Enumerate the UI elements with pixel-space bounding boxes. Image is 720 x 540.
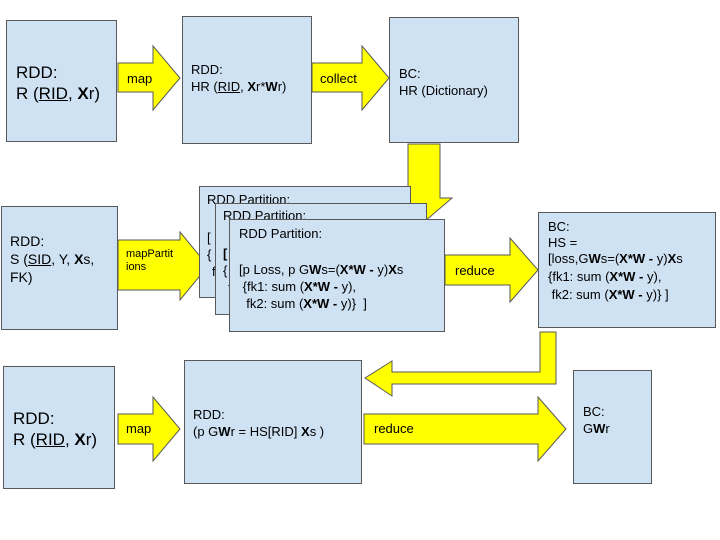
bc-hr-line1: BC: bbox=[399, 66, 421, 81]
arrow-reduce-row3-label: reduce bbox=[374, 421, 414, 436]
arrow-reduce-row3 bbox=[363, 395, 567, 463]
rdd-gwr-line2: (p GWr = HS[RID] Xs ) bbox=[193, 424, 325, 439]
rdd-s-line3: FK) bbox=[10, 269, 33, 285]
arrow-collect-label: collect bbox=[320, 71, 357, 86]
rdd-r-top-line1: RDD: bbox=[16, 63, 58, 82]
rdd-hr-line1: RDD: bbox=[191, 62, 223, 77]
partition-front-title: RDD Partition: bbox=[239, 226, 323, 241]
rdd-s-box: RDD: S (SID, Y, Xs, FK) bbox=[1, 206, 118, 330]
bc-hs-line4: {fk1: sum (X*W - y), bbox=[548, 269, 662, 284]
bc-hs-line1: BC: bbox=[548, 219, 570, 234]
rdd-gwr-box: RDD: (p GWr = HS[RID] Xs ) bbox=[184, 360, 362, 484]
arrow-map-row3 bbox=[117, 395, 181, 463]
partition-front-line1: [p Loss, p GWs=(X*W - y)Xs bbox=[239, 262, 404, 277]
arrow-reduce-row2 bbox=[444, 236, 539, 304]
rdd-gwr-line1: RDD: bbox=[193, 407, 225, 422]
bc-hs-box: BC: HS = [loss,GWs=(X*W - y)Xs {fk1: sum… bbox=[538, 212, 716, 328]
rdd-hr-box: RDD: HR (RID, Xr*Wr) bbox=[182, 16, 312, 144]
arrow-hs-to-row3 bbox=[364, 331, 557, 397]
arrow-map-row3-label: map bbox=[126, 421, 152, 436]
partition-front-line2: {fk1: sum (X*W - y), bbox=[239, 279, 357, 294]
rdd-s-line2: S (SID, Y, Xs, bbox=[10, 251, 95, 267]
arrow-mappartitions bbox=[117, 230, 209, 302]
rdd-r-box-top: RDD: R (RID, Xr) bbox=[6, 20, 117, 142]
rdd-s-line1: RDD: bbox=[10, 233, 45, 249]
rdd-r-bottom-line1: RDD: bbox=[13, 409, 55, 428]
bc-hr-box: BC: HR (Dictionary) bbox=[389, 17, 519, 143]
bc-hs-line5: fk2: sum (X*W - y)} ] bbox=[548, 287, 669, 302]
rdd-r-box-bottom: RDD: R (RID, Xr) bbox=[3, 366, 115, 489]
bc-gwr-box: BC: GWr bbox=[573, 370, 652, 484]
partition-front-line3: fk2: sum (X*W - y)} ] bbox=[239, 296, 367, 311]
arrow-map-row1-label: map bbox=[127, 71, 153, 86]
arrow-collect bbox=[311, 44, 390, 112]
arrow-map-row1 bbox=[117, 44, 181, 112]
bc-gwr-line1: BC: bbox=[583, 404, 605, 419]
bc-hr-line2: HR (Dictionary) bbox=[399, 83, 488, 98]
arrow-reduce-row2-label: reduce bbox=[455, 263, 495, 278]
rdd-r-top-line2: R (RID, Xr) bbox=[16, 84, 101, 103]
bc-hs-line2: HS = bbox=[548, 235, 578, 250]
rdd-hr-line2: HR (RID, Xr*Wr) bbox=[191, 79, 287, 94]
bc-hs-line3: [loss,GWs=(X*W - y)Xs bbox=[548, 251, 683, 266]
bc-gwr-line2: GWr bbox=[583, 421, 610, 436]
rdd-partition-front: RDD Partition: [p Loss, p GWs=(X*W - y)X… bbox=[229, 219, 445, 332]
rdd-r-bottom-line2: R (RID, Xr) bbox=[13, 430, 98, 449]
